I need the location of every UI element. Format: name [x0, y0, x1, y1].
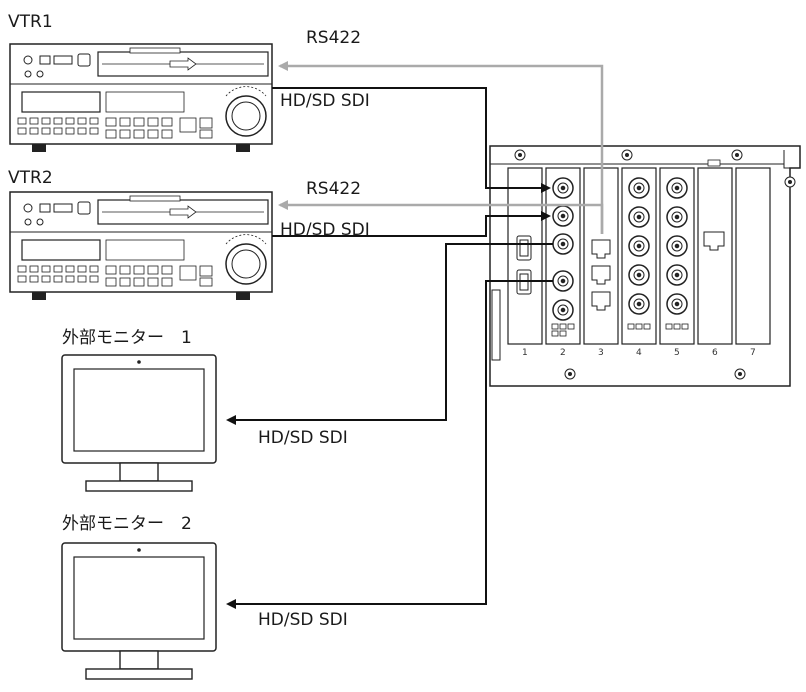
vtr1-device	[9, 43, 273, 152]
slot-6-panel	[697, 167, 733, 345]
slot-2-bnc-group	[551, 177, 575, 337]
vtr2-rs422-label: RS422	[306, 179, 362, 199]
monitor2-sdi-label: HD/SD SDI	[258, 610, 348, 630]
slot-number-2: 2	[560, 348, 566, 358]
vtr2-rs422-line	[278, 200, 604, 234]
vtr1-rs422-label: RS422	[306, 28, 362, 48]
vtr1-label: VTR1	[8, 12, 53, 32]
monitor1-sdi-line	[226, 243, 553, 425]
slot-number-4: 4	[636, 348, 642, 358]
monitor2-sdi-line	[226, 280, 553, 609]
slot-number-5: 5	[674, 348, 680, 358]
vtr2-sdi-label: HD/SD SDI	[280, 220, 370, 240]
slot-number-3: 3	[598, 348, 604, 358]
vtr2-sdi-line	[272, 211, 551, 237]
slot-7-panel	[735, 167, 771, 345]
monitor2-device	[61, 542, 217, 680]
monitor2-label: 外部モニター 2	[62, 514, 192, 534]
vtr1-sdi-label: HD/SD SDI	[280, 91, 370, 111]
monitor1-sdi-label: HD/SD SDI	[258, 428, 348, 448]
slot-number-6: 6	[712, 348, 718, 358]
vtr1-rs422-line	[278, 61, 604, 234]
slot-number-1: 1	[522, 348, 528, 358]
monitor1-device	[61, 354, 217, 492]
vtr2-device	[9, 191, 273, 300]
slot-number-7: 7	[750, 348, 756, 358]
vtr2-label: VTR2	[8, 168, 53, 188]
monitor1-label: 外部モニター 1	[62, 328, 192, 348]
vtr1-sdi-line	[272, 87, 551, 193]
